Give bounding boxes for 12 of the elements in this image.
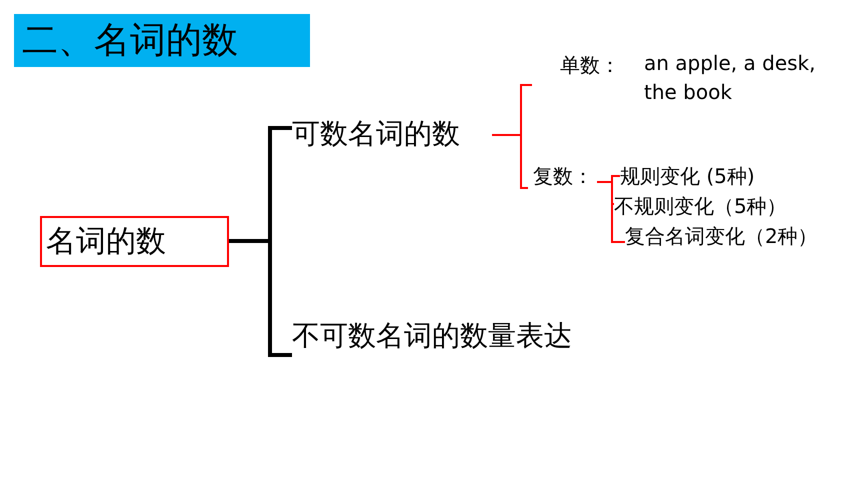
- bracket-connector: [492, 134, 528, 189]
- rule-text: 复合名词变化（2种）: [625, 222, 857, 250]
- category-text: 复数：: [528, 162, 597, 190]
- example-text: an apple, a desk, the book: [644, 50, 816, 106]
- category-text: 不可数名词的数量表达: [292, 315, 622, 357]
- bracket-connector: [597, 181, 625, 243]
- term-text: 单数：: [560, 52, 620, 79]
- label-box: 名词的数: [40, 216, 229, 267]
- title-banner: 二、名词的数: [14, 14, 310, 67]
- rule-text: 不规则变化（5种）: [614, 192, 829, 220]
- rule-text: 规则变化 (5种): [620, 162, 810, 190]
- category-text: 可数名词的数: [292, 113, 492, 155]
